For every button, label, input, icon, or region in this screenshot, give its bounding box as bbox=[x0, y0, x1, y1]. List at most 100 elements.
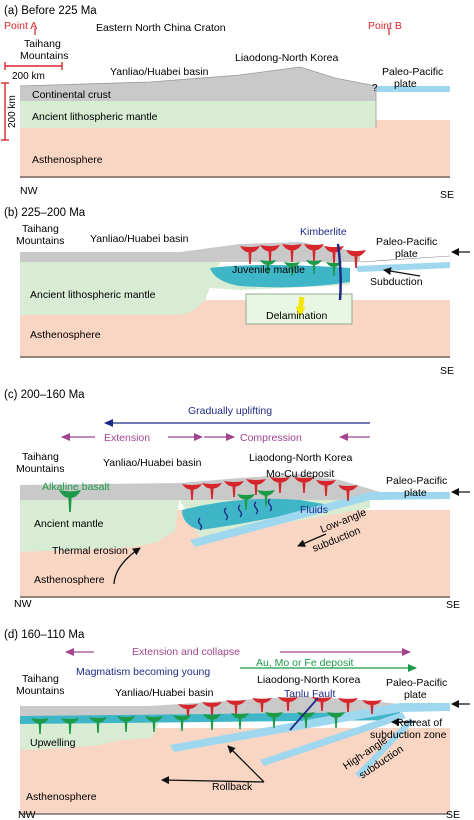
unknown-mark: ? bbox=[372, 83, 378, 94]
rollback-arrow-2 bbox=[227, 745, 265, 783]
liaodong-label: Liaodong-North Korea bbox=[249, 452, 352, 464]
alkaline-basalt-label: Alkaline basalt bbox=[42, 481, 110, 493]
green-intrusion bbox=[260, 260, 276, 274]
ancient-mantle-layer bbox=[20, 495, 180, 552]
red-intrusion bbox=[178, 704, 198, 718]
panel-c: (c) 200–160 Ma Gradually uplifting Exten… bbox=[4, 389, 470, 611]
red-intrusion bbox=[182, 484, 202, 500]
green-intrusion bbox=[265, 712, 283, 728]
red-intrusions-c bbox=[182, 477, 358, 501]
panel-a: (a) Before 225 Ma Point A Point B Easter… bbox=[1, 5, 454, 201]
green-intrusion bbox=[89, 717, 107, 733]
taihang-label-line1: Taihang bbox=[22, 223, 59, 235]
red-intrusions-b bbox=[240, 244, 366, 268]
lithosphere-label: Ancient lithospheric mantle bbox=[30, 289, 156, 301]
green-intrusion bbox=[145, 716, 163, 732]
se-label: SE bbox=[446, 809, 460, 820]
red-intrusion bbox=[252, 698, 272, 712]
low-angle-arrow bbox=[297, 533, 327, 547]
extension-label: Extension bbox=[104, 432, 150, 444]
craton-label: Eastern North China Craton bbox=[96, 22, 226, 34]
retreat-label-line1: Retreat of bbox=[396, 717, 442, 729]
paleo-pacific-plate bbox=[376, 86, 450, 92]
deposit-label: Au, Mo or Fe deposit bbox=[256, 657, 354, 669]
se-label: SE bbox=[446, 599, 460, 611]
pacific-label-line1: Paleo-Pacific bbox=[382, 66, 443, 78]
panel-d-title: (d) 160–110 Ma bbox=[4, 629, 85, 641]
red-intrusion bbox=[338, 698, 358, 712]
green-intrusion bbox=[327, 712, 345, 728]
juvenile-mantle-body bbox=[210, 265, 350, 288]
point-b-label: Point B bbox=[368, 20, 402, 32]
uplift-label: Gradually uplifting bbox=[188, 405, 272, 417]
rollback-slab-1 bbox=[170, 703, 450, 752]
yanliao-label: Yanliao/Huabei basin bbox=[90, 233, 189, 245]
red-intrusion bbox=[362, 700, 382, 714]
tanlu-fault-label: Tanlu Fault bbox=[284, 688, 335, 700]
taihang-label-line1: Taihang bbox=[24, 38, 61, 50]
red-intrusion bbox=[246, 479, 266, 495]
rollback-slab-2 bbox=[260, 712, 406, 766]
continental-crust-layer bbox=[20, 474, 380, 500]
red-intrusion bbox=[240, 246, 260, 264]
green-intrusion bbox=[117, 716, 135, 732]
se-label: SE bbox=[440, 365, 454, 377]
fluid-squiggle bbox=[223, 507, 229, 521]
fluid-squiggle bbox=[237, 504, 243, 518]
panel-b: (b) 225–200 Ma Taihang Mountains Yanliao… bbox=[4, 207, 470, 377]
thermal-erosion-label: Thermal erosion bbox=[52, 545, 128, 557]
delamination-arrow bbox=[295, 296, 306, 317]
panel-b-title: (b) 225–200 Ma bbox=[4, 207, 86, 219]
tanlu-fault-line bbox=[289, 697, 319, 731]
taihang-label-line2: Mountains bbox=[16, 235, 64, 247]
subduction-arrow bbox=[383, 267, 421, 277]
erosion-fragments bbox=[141, 538, 161, 546]
pacific-label-line1: Paleo-Pacific bbox=[386, 677, 447, 689]
juvenile-mantle-body bbox=[182, 498, 330, 530]
green-intrusion bbox=[31, 718, 49, 734]
red-intrusion bbox=[270, 477, 290, 493]
red-intrusion bbox=[260, 245, 280, 263]
red-intrusion bbox=[304, 244, 324, 262]
low-angle-slab bbox=[190, 492, 450, 547]
red-intrusion bbox=[346, 250, 366, 268]
continental-crust-layer bbox=[20, 67, 376, 101]
fluid-squiggle bbox=[253, 501, 259, 515]
pacific-label-line2: plate bbox=[404, 487, 427, 499]
pacific-label-line1: Paleo-Pacific bbox=[376, 236, 437, 248]
panel-c-title: (c) 200–160 Ma bbox=[4, 389, 85, 401]
kimberlite-label: Kimberlite bbox=[300, 226, 347, 238]
magmatism-label: Magmatism becoming young bbox=[76, 666, 210, 678]
asthenosphere-label: Asthenosphere bbox=[32, 154, 103, 166]
pacific-label-line2: plate bbox=[404, 689, 427, 701]
asthenosphere-label: Asthenosphere bbox=[30, 329, 101, 341]
high-angle-slab bbox=[355, 718, 414, 778]
green-intrusion bbox=[173, 715, 191, 731]
green-intrusion bbox=[61, 718, 79, 734]
upwelling-label: Upwelling bbox=[30, 737, 76, 749]
delamination-label: Delamination bbox=[266, 310, 327, 322]
taihang-label-line1: Taihang bbox=[22, 451, 59, 463]
yanliao-label: Yanliao/Huabei basin bbox=[115, 687, 214, 699]
red-intrusion bbox=[338, 485, 358, 501]
pacific-label-line2: plate bbox=[395, 248, 418, 260]
red-intrusion bbox=[316, 480, 336, 496]
rollback-arrow bbox=[161, 776, 265, 785]
taihang-label-line2: Mountains bbox=[16, 463, 64, 475]
yanliao-label: Yanliao/Huabei basin bbox=[110, 66, 209, 78]
green-intrusions-c bbox=[59, 490, 275, 512]
panel-d: (d) 160–110 Ma Extension and collapse Ma… bbox=[4, 629, 470, 820]
red-intrusion bbox=[202, 702, 222, 716]
retreat-label-line2: subduction zone bbox=[370, 729, 447, 741]
red-intrusion bbox=[294, 477, 314, 493]
lithospheric-mantle-layer bbox=[20, 262, 220, 315]
juvenile-mantle-label: Juvenile mantle bbox=[232, 264, 305, 276]
lithospheric-mantle-layer bbox=[20, 99, 376, 128]
nw-label: NW bbox=[18, 809, 36, 820]
panel-a-title: (a) Before 225 Ma bbox=[4, 5, 97, 17]
kimberlite-conduit bbox=[336, 243, 342, 301]
liaodong-label: Liaodong-North Korea bbox=[257, 674, 360, 686]
green-intrusion bbox=[306, 260, 322, 274]
mocu-deposit-label: Mo-Cu deposit bbox=[266, 468, 334, 480]
